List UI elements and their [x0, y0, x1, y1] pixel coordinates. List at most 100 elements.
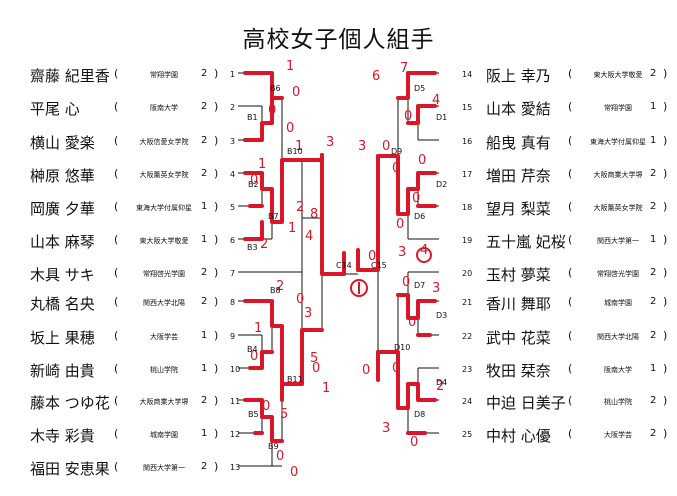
school-name: 大阪信愛女学院 [139, 138, 189, 146]
entry-number: 22 [462, 332, 473, 341]
entry-number: 25 [462, 430, 473, 439]
player-name: 牧田 栞奈 [486, 362, 551, 380]
bout-label: D9 [391, 147, 403, 156]
open-paren: ( [568, 100, 573, 113]
school-name: 大阪学芸 [150, 333, 178, 341]
svg-text:1: 1 [322, 381, 330, 396]
open-paren: ( [568, 329, 573, 342]
school-name: 常翔啓光学園 [597, 270, 639, 278]
svg-text:4: 4 [420, 243, 428, 258]
grade: 1 [650, 135, 657, 146]
open-paren: ( [114, 460, 119, 473]
school-name: 大阪商業大学堺 [139, 398, 189, 406]
close-paren: ) [663, 200, 668, 213]
player-name: 榊原 悠華 [30, 167, 95, 185]
entry-number: 20 [462, 269, 473, 278]
open-paren: ( [568, 134, 573, 147]
player-name: 坂上 果穂 [30, 329, 95, 347]
bout-label: D4 [436, 378, 448, 387]
svg-text:0: 0 [396, 217, 404, 232]
player-name: 中迫 日美子 [486, 394, 566, 412]
grade: 2 [201, 135, 208, 146]
grade: 2 [201, 296, 208, 307]
svg-text:0: 0 [292, 85, 300, 100]
svg-text:3: 3 [358, 139, 366, 154]
grade: 2 [650, 395, 657, 406]
school-name: 大阪薫英女学院 [139, 171, 189, 179]
school-name: 大阪学芸 [604, 431, 632, 439]
entry-number: 21 [462, 298, 473, 307]
svg-text:5: 5 [310, 351, 318, 366]
svg-text:0: 0 [418, 153, 426, 168]
entry-number: 19 [462, 236, 473, 245]
open-paren: ( [114, 67, 119, 80]
school-name: 関西大学第一 [143, 464, 185, 472]
svg-text:0: 0 [410, 435, 418, 450]
player-name: 望月 梨菜 [486, 200, 551, 218]
svg-text:0: 0 [296, 292, 304, 307]
open-paren: ( [568, 427, 573, 440]
bout-label: D7 [414, 281, 426, 290]
close-paren: ) [663, 362, 668, 375]
school-name: 常翔啓光学園 [143, 270, 185, 278]
close-paren: ) [214, 167, 219, 180]
player-name: 五十嵐 妃桜 [486, 233, 566, 251]
grade: 2 [650, 168, 657, 179]
player-name: 平尾 心 [30, 100, 80, 118]
open-paren: ( [568, 233, 573, 246]
circled-mark-final [350, 279, 368, 297]
school-name: 阪南大学 [604, 366, 632, 374]
close-paren: ) [214, 329, 219, 342]
close-paren: ) [663, 233, 668, 246]
svg-text:6: 6 [372, 69, 380, 84]
close-paren: ) [663, 427, 668, 440]
svg-text:0: 0 [268, 103, 276, 118]
close-paren: ) [214, 134, 219, 147]
open-paren: ( [114, 394, 119, 407]
grade: 1 [201, 428, 208, 439]
player-name: 香川 舞耶 [486, 295, 551, 313]
grade: 2 [201, 68, 208, 79]
svg-text:2: 2 [260, 237, 268, 252]
player-name: 玉村 夢菜 [486, 266, 551, 284]
svg-text:3: 3 [398, 245, 406, 260]
entry-number: 15 [462, 103, 473, 112]
school-name: 東大阪大学敬愛 [593, 71, 643, 79]
grade: 2 [650, 201, 657, 212]
open-paren: ( [114, 329, 119, 342]
entry-number: 7 [230, 269, 236, 278]
grade: 2 [650, 68, 657, 79]
svg-text:1: 1 [295, 139, 303, 154]
school-name: 常翔学園 [150, 71, 178, 79]
bout-label: D2 [436, 180, 448, 189]
grade: 2 [650, 428, 657, 439]
bout-label: B6 [270, 84, 281, 93]
open-paren: ( [568, 266, 573, 279]
grade: 2 [650, 267, 657, 278]
bout-label: B5 [248, 410, 259, 419]
close-paren: ) [663, 67, 668, 80]
grade: 2 [201, 168, 208, 179]
player-name: 船曳 真有 [486, 134, 551, 152]
school-name: 関西大学第一 [597, 237, 639, 245]
bout-label: B7 [268, 212, 279, 221]
grade: 1 [650, 363, 657, 374]
grade: 2 [201, 461, 208, 472]
svg-text:0: 0 [402, 275, 410, 290]
svg-text:0: 0 [408, 315, 416, 330]
grade: 1 [201, 363, 208, 374]
svg-text:0: 0 [392, 161, 400, 176]
close-paren: ) [214, 427, 219, 440]
svg-text:0: 0 [286, 121, 294, 136]
open-paren: ( [114, 427, 119, 440]
svg-text:0: 0 [368, 249, 376, 264]
svg-text:0: 0 [312, 361, 320, 376]
close-paren: ) [663, 134, 668, 147]
svg-text:1: 1 [258, 157, 266, 172]
player-name: 丸橋 名央 [30, 295, 95, 313]
close-paren: ) [214, 394, 219, 407]
entry-number: 18 [462, 203, 473, 212]
school-name: 大阪薫英女学院 [593, 204, 643, 212]
svg-text:0: 0 [262, 399, 270, 414]
entry-number: 8 [230, 298, 236, 307]
